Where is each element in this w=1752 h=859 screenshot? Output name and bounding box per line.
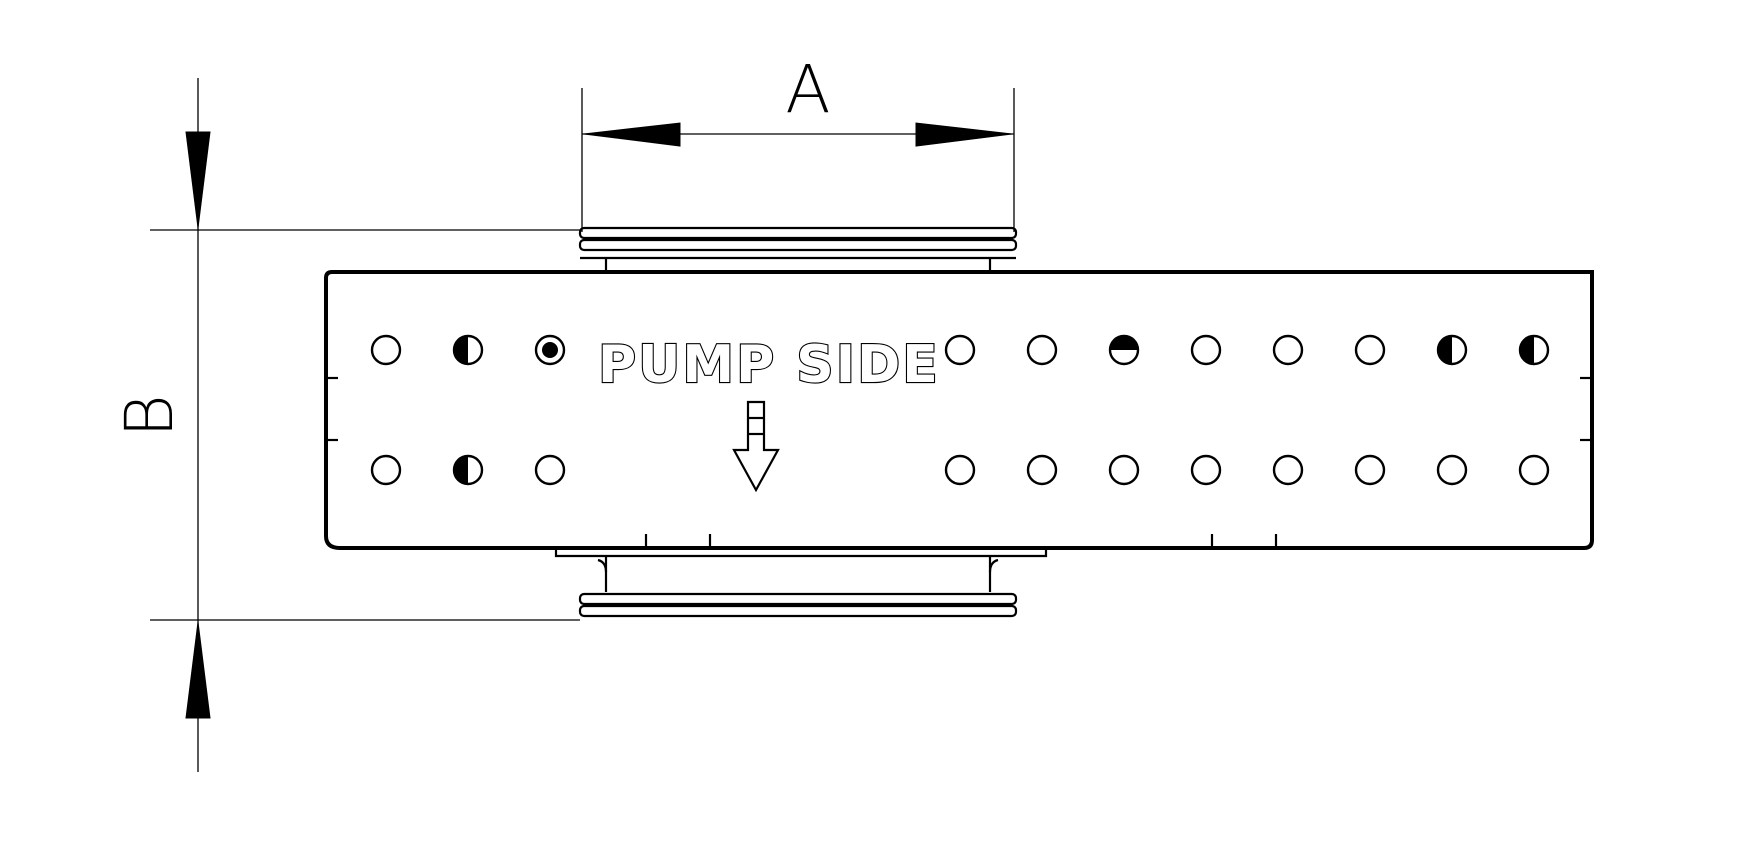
mounting-hole	[1190, 454, 1222, 486]
top-flange	[578, 226, 1018, 272]
dimension-b: B	[111, 78, 580, 772]
mounting-hole	[1518, 454, 1550, 486]
dimension-a: A	[581, 51, 1015, 232]
mounting-hole	[452, 454, 484, 486]
mounting-hole	[452, 334, 484, 366]
bottom-flange-ring-inner	[578, 592, 1018, 606]
top-flange-ring-inner	[578, 238, 1018, 252]
mounting-hole	[1026, 454, 1058, 486]
dimension-a-arrow-left	[583, 122, 681, 147]
bottom-flange-ring-outer	[578, 604, 1018, 618]
mounting-hole	[944, 334, 976, 366]
mounting-hole	[370, 334, 402, 366]
mounting-hole	[1518, 334, 1550, 366]
mounting-hole	[534, 454, 566, 486]
hole-row-bottom	[370, 454, 1550, 486]
dimension-b-label: B	[111, 394, 188, 437]
mounting-hole	[370, 454, 402, 486]
mounting-hole	[1026, 334, 1058, 366]
top-flange-ring-outer	[578, 226, 1018, 240]
panel-body	[324, 270, 1594, 550]
mounting-hole	[1436, 334, 1468, 366]
panel-outline	[324, 270, 1594, 550]
mounting-hole	[1354, 334, 1386, 366]
mounting-hole	[1354, 454, 1386, 486]
bottom-flange	[554, 548, 1048, 618]
dimension-a-label: A	[785, 51, 830, 128]
mounting-hole	[1272, 334, 1304, 366]
bottom-flange-lip	[554, 548, 1048, 558]
mounting-hole	[1108, 454, 1140, 486]
dimension-b-arrow-bottom	[185, 621, 211, 719]
bottom-flange-fillet-left	[597, 558, 608, 573]
mounting-hole	[534, 334, 566, 366]
mounting-hole	[1436, 454, 1468, 486]
dimension-b-arrow-top	[185, 131, 211, 229]
hole-row-top	[370, 334, 1550, 366]
pump-side-label: PUMP SIDE	[598, 335, 940, 395]
bottom-flange-fillet-right	[988, 558, 999, 573]
mounting-hole	[1190, 334, 1222, 366]
dimension-a-arrow-right	[915, 122, 1013, 147]
mounting-hole	[944, 454, 976, 486]
mounting-hole	[1272, 454, 1304, 486]
mounting-hole	[1108, 334, 1140, 366]
flow-arrow-icon	[732, 400, 780, 493]
